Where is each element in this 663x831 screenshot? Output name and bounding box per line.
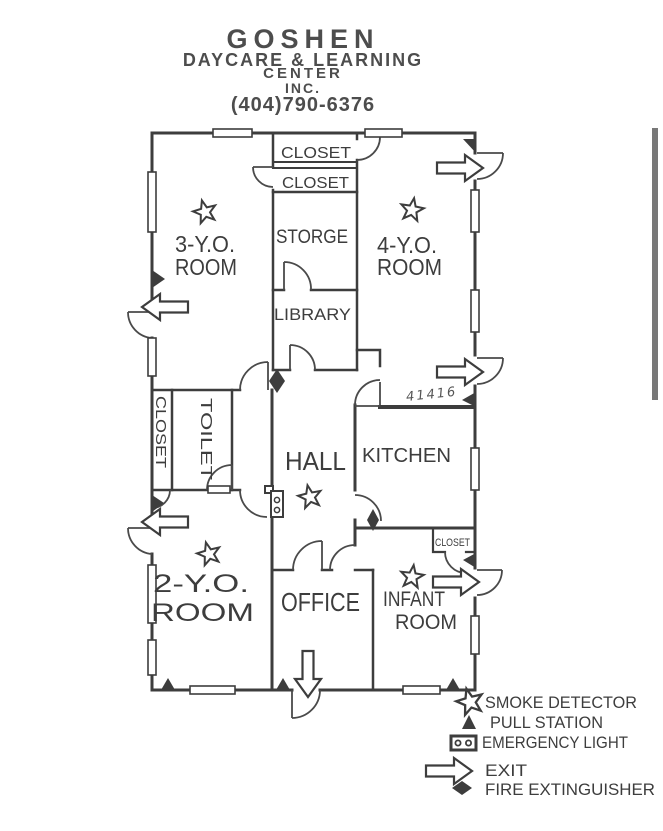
legend-label-smoke-detector: SMOKE DETECTOR xyxy=(485,693,637,712)
windows xyxy=(147,128,480,695)
fire-extinguisher-symbols xyxy=(269,369,379,531)
room-label-kitchen: KITCHEN xyxy=(362,445,451,467)
room-label-closet-kitchen: CLOSET xyxy=(435,537,470,549)
legend-label-emergency-light: EMERGENCY LIGHT xyxy=(482,733,628,752)
room-label-4yo-line2: ROOM xyxy=(377,254,442,280)
pull-station-triangle xyxy=(276,678,290,690)
room-label-closet-left: CLOSET xyxy=(152,396,169,468)
legend-label-exit: EXIT xyxy=(485,761,527,780)
scan-artifact xyxy=(652,128,658,400)
room-label-3yo-line1: 3-Y.O. xyxy=(175,231,235,257)
pull-station-triangle xyxy=(462,392,476,407)
legend-pull-station-triangle xyxy=(462,715,476,729)
room-label-toilet: TOILET xyxy=(197,398,214,480)
pull-station-triangle xyxy=(463,139,476,153)
legend-exit-arrow xyxy=(424,756,474,786)
room-label-office: OFFICE xyxy=(281,587,360,617)
room-label-library: LIBRARY xyxy=(274,305,351,324)
interior-walls xyxy=(150,131,475,692)
fire-extinguisher-diamond xyxy=(367,509,379,531)
facility-subtitle2: CENTER xyxy=(263,65,343,82)
room-label-2yo-line1: 2-Y.O. xyxy=(153,570,249,598)
exit-arrow xyxy=(140,292,190,322)
pull-station-triangle xyxy=(446,678,460,690)
facility-subtitle: DAYCARE & LEARNING xyxy=(182,50,424,70)
room-label-infant-line1: INFANT xyxy=(383,588,445,611)
fire-extinguisher-diamond xyxy=(269,369,285,393)
smoke-detector-star xyxy=(193,538,224,568)
exit-arrow xyxy=(435,153,485,183)
smoke-detector-star xyxy=(398,195,427,223)
legend-emergency-light-icon xyxy=(449,734,478,752)
facility-title: GOSHEN xyxy=(226,24,380,54)
room-label-storage: STORGE xyxy=(276,227,348,248)
room-label-hall: HALL xyxy=(285,446,346,476)
room-label-closet-top-lower: CLOSET xyxy=(282,175,349,192)
room-labels: CLOSET CLOSET STORGE 3-Y.O. ROOM 4-Y.O. … xyxy=(151,145,470,634)
facility-phone: (404)790-6376 xyxy=(230,94,376,116)
pull-station-triangle xyxy=(463,553,476,568)
room-label-4yo-line1: 4-Y.O. xyxy=(377,232,437,258)
room-label-2yo-line2: ROOM xyxy=(151,599,254,627)
room-label-closet-top-upper: CLOSET xyxy=(281,145,351,162)
smoke-detector-star xyxy=(295,481,325,510)
room-label-infant-line2: ROOM xyxy=(395,611,457,634)
handwritten-note: 41416 xyxy=(405,385,458,405)
pull-station-triangle xyxy=(152,495,164,512)
exit-arrow xyxy=(293,649,323,699)
smoke-detector-star xyxy=(398,562,426,590)
room-label-3yo-line2: ROOM xyxy=(175,254,237,280)
pull-station-triangle xyxy=(161,678,175,690)
smoke-detector-star xyxy=(189,196,220,226)
legend: SMOKE DETECTOR PULL STATION EMERGENCY LI… xyxy=(424,684,655,799)
exit-arrow xyxy=(140,507,190,537)
legend-fire-extinguisher-diamond xyxy=(452,781,472,795)
pull-station-symbols xyxy=(152,139,476,690)
pull-station-triangle xyxy=(152,270,165,288)
emergency-light-icon xyxy=(264,485,284,518)
exit-arrow xyxy=(435,357,485,387)
legend-label-fire-extinguisher: FIRE EXTINGUISHER xyxy=(485,780,655,799)
facility-subtitle3: INC. xyxy=(285,80,321,96)
legend-label-pull-station: PULL STATION xyxy=(490,713,603,732)
